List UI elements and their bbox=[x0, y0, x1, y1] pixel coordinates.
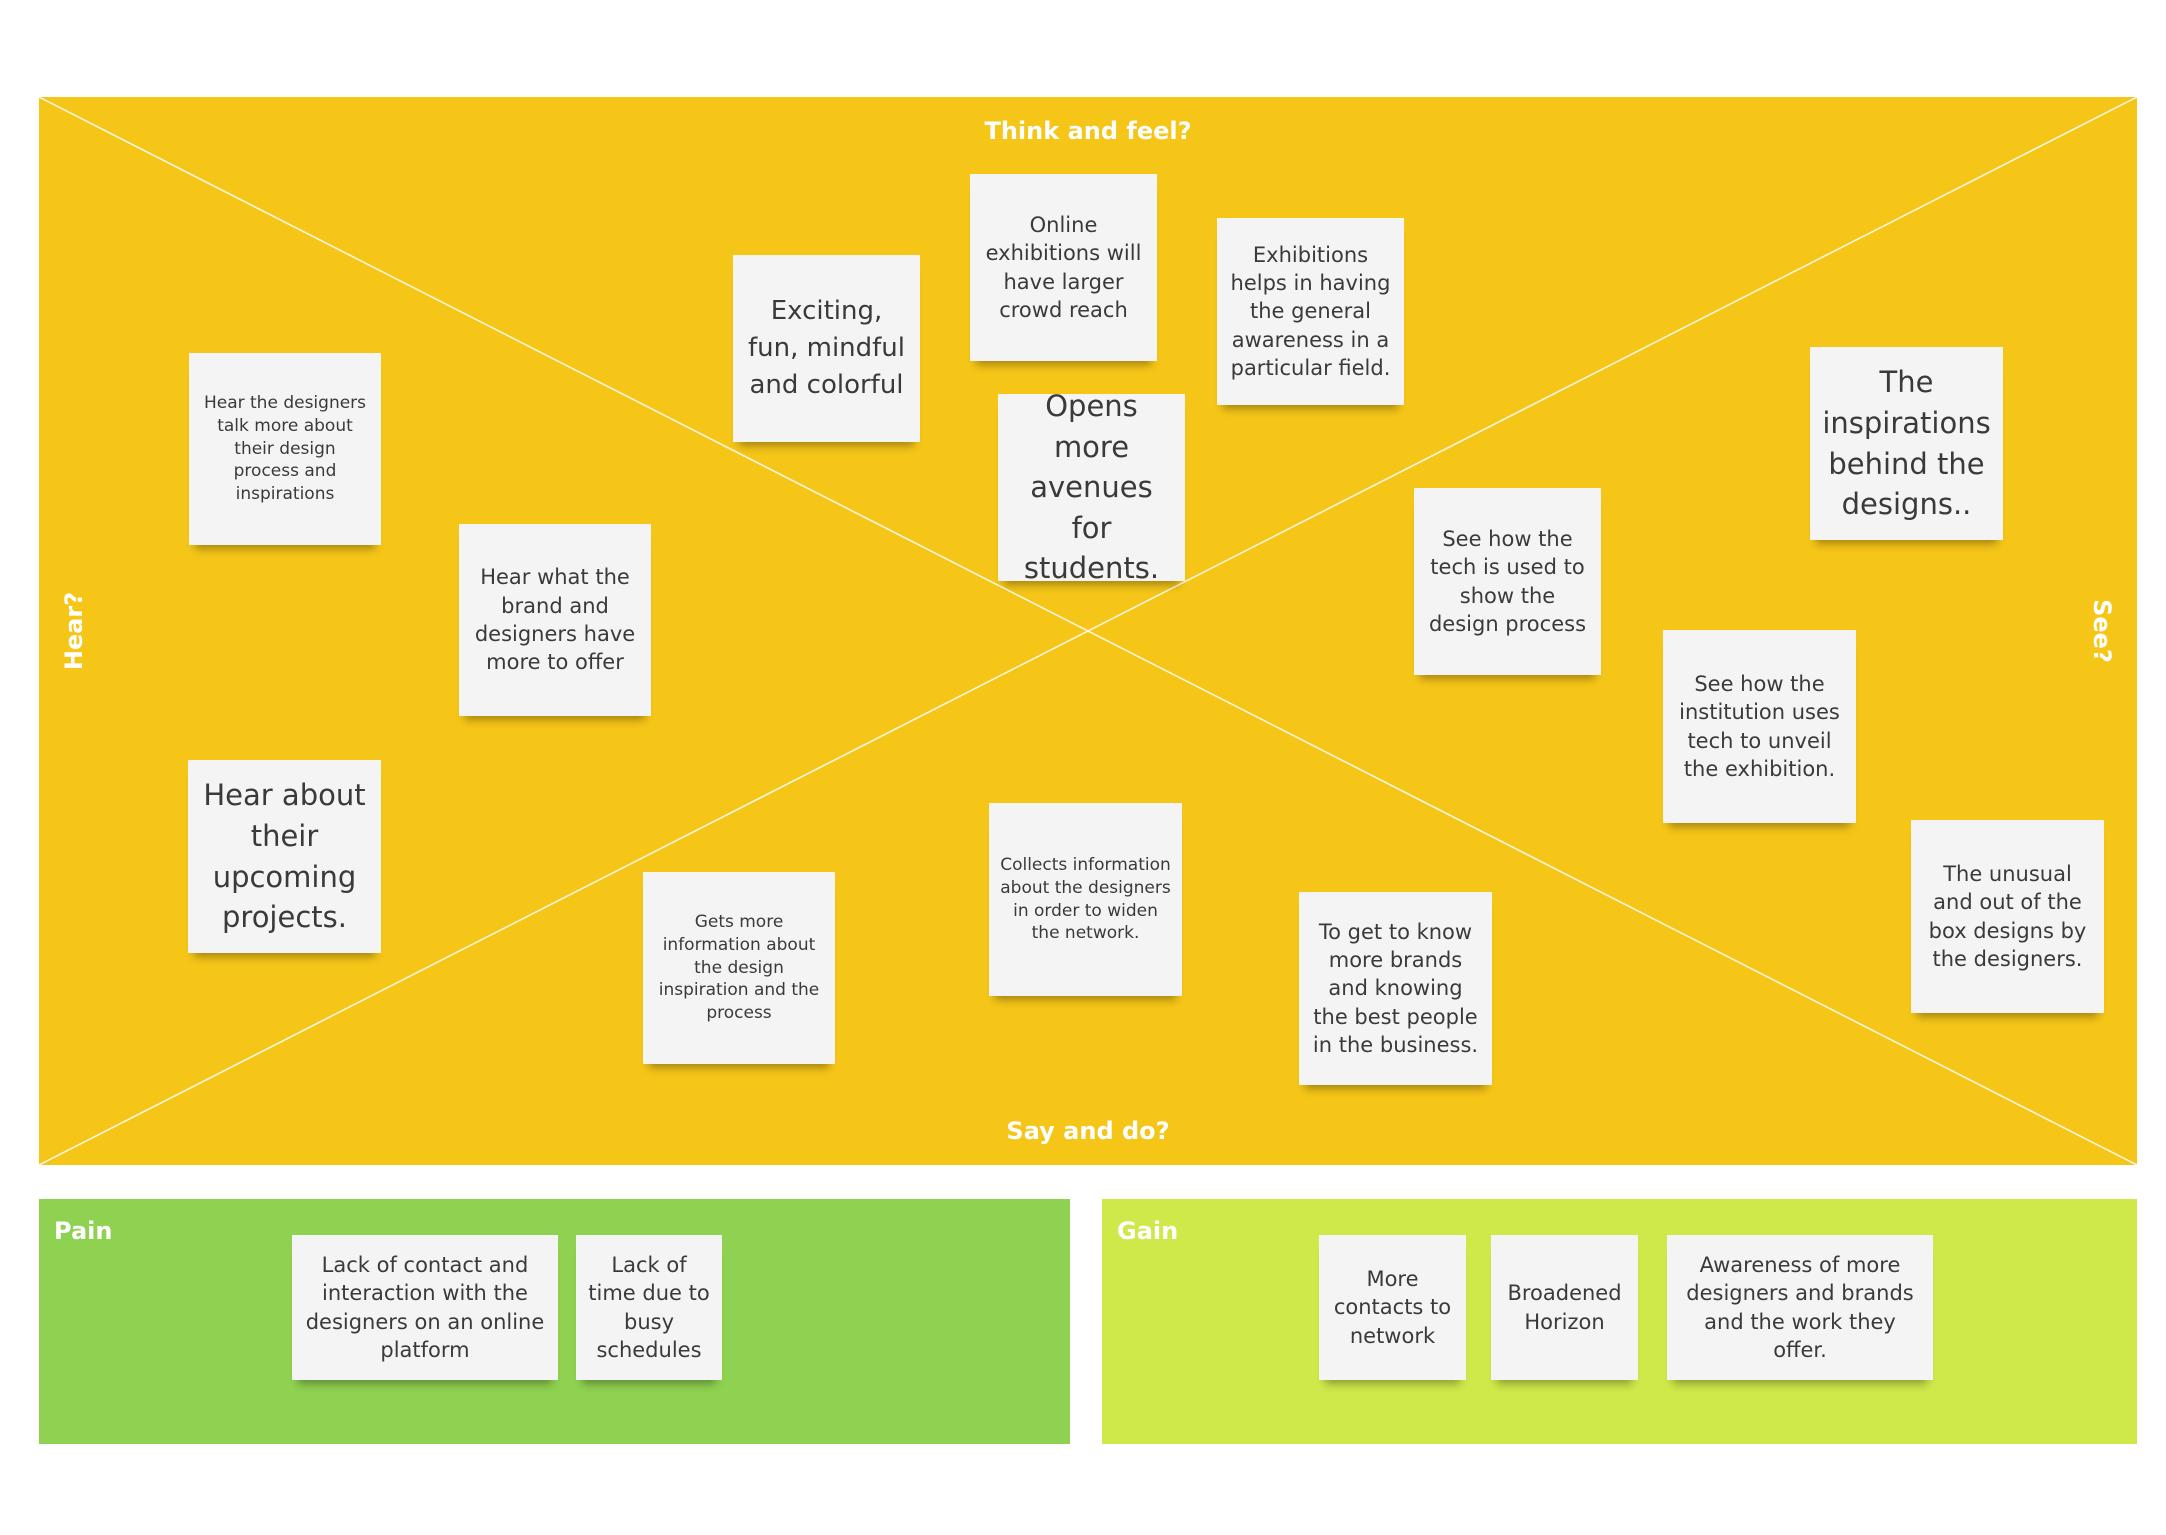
pain-title: Pain bbox=[54, 1217, 113, 1245]
gain-panel: Gain More contacts to network Broadened … bbox=[1102, 1199, 2137, 1444]
sticky-note-hear-brand[interactable]: Hear what the brand and designers have m… bbox=[459, 524, 651, 716]
empathy-map-board: Think and feel? Say and do? Hear? See? H… bbox=[39, 97, 2137, 1165]
sticky-note-exhibitions-awareness[interactable]: Exhibitions helps in having the general … bbox=[1217, 218, 1404, 405]
sticky-note-gets-info[interactable]: Gets more information about the design i… bbox=[643, 872, 835, 1064]
sticky-note-collects-info[interactable]: Collects information about the designers… bbox=[989, 803, 1182, 996]
sticky-note-hear-talk[interactable]: Hear the designers talk more about their… bbox=[189, 353, 381, 545]
sticky-note-see-institution[interactable]: See how the institution uses tech to unv… bbox=[1663, 630, 1856, 823]
diagonal-lines bbox=[39, 97, 2137, 1165]
sticky-note-exciting[interactable]: Exciting, fun, mindful and colorful bbox=[733, 255, 920, 442]
sticky-note-inspirations[interactable]: The inspirations behind the designs.. bbox=[1810, 347, 2003, 540]
think-and-feel-label: Think and feel? bbox=[984, 117, 1192, 145]
gain-title: Gain bbox=[1117, 1217, 1179, 1245]
sticky-note-pain-1[interactable]: Lack of contact and interaction with the… bbox=[292, 1235, 558, 1380]
say-and-do-label: Say and do? bbox=[1006, 1117, 1170, 1145]
sticky-note-unusual-designs[interactable]: The unusual and out of the box designs b… bbox=[1911, 820, 2104, 1013]
see-label: See? bbox=[2088, 599, 2116, 663]
hear-label: Hear? bbox=[60, 591, 88, 671]
sticky-note-gain-3[interactable]: Awareness of more designers and brands a… bbox=[1667, 1235, 1933, 1380]
sticky-note-opens-avenues[interactable]: Opens more avenues for students. bbox=[998, 389, 1185, 585]
sticky-note-pain-2[interactable]: Lack of time due to busy schedules bbox=[576, 1235, 722, 1380]
sticky-note-online-exhibitions[interactable]: Online exhibitions will have larger crow… bbox=[970, 174, 1157, 361]
sticky-note-gain-1[interactable]: More contacts to network bbox=[1319, 1235, 1466, 1380]
sticky-note-hear-upcoming[interactable]: Hear about their upcoming projects. bbox=[188, 760, 381, 953]
pain-panel: Pain Lack of contact and interaction wit… bbox=[39, 1199, 1070, 1444]
sticky-note-see-tech[interactable]: See how the tech is used to show the des… bbox=[1414, 488, 1601, 675]
sticky-note-gain-2[interactable]: Broadened Horizon bbox=[1491, 1235, 1638, 1380]
sticky-note-know-brands[interactable]: To get to know more brands and knowing t… bbox=[1299, 892, 1492, 1085]
